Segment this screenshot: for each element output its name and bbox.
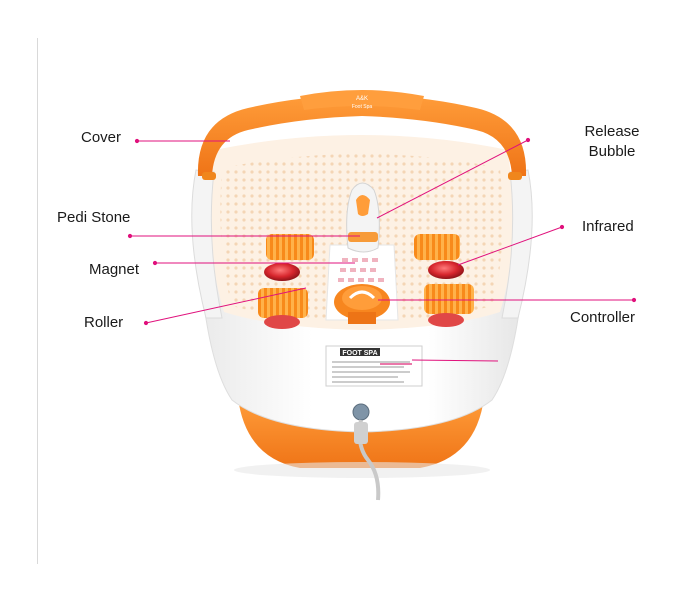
lid-brand-line1: A&K — [356, 96, 368, 102]
right-handle — [501, 169, 533, 319]
leader-release-bubble — [376, 139, 529, 219]
left-divider — [37, 38, 38, 564]
label-cover: Cover — [81, 129, 122, 146]
label-release-bubble-line2: Bubble — [588, 143, 636, 160]
leader-lines — [127, 137, 637, 362]
label-controller: Controller — [570, 309, 636, 326]
leader-infrared — [457, 226, 563, 266]
panel-title: FOOT SPA — [342, 350, 377, 357]
infrared-right — [428, 261, 464, 279]
label-magnet: Magnet — [89, 261, 140, 278]
label-infrared: Infrared — [582, 218, 634, 235]
label-roller: Roller — [84, 314, 124, 331]
lid-rim — [197, 94, 527, 176]
infrared-left — [264, 263, 300, 281]
leader-panel — [411, 359, 499, 362]
left-handle — [191, 169, 223, 319]
power-button — [352, 403, 370, 421]
lid-brand-line2: Foot Spa — [352, 104, 373, 110]
roller-bottom-right — [424, 284, 474, 314]
label-release-bubble-line1: Release — [584, 123, 640, 140]
leader-roller — [145, 287, 307, 324]
roller-top-right — [414, 234, 460, 260]
roller-bottom-left — [258, 288, 308, 318]
label-release-bubble: Release Bubble — [578, 123, 646, 161]
base-shadow — [234, 462, 490, 478]
roller-top-left — [266, 234, 314, 260]
label-pedi-stone: Pedi Stone — [57, 209, 131, 226]
